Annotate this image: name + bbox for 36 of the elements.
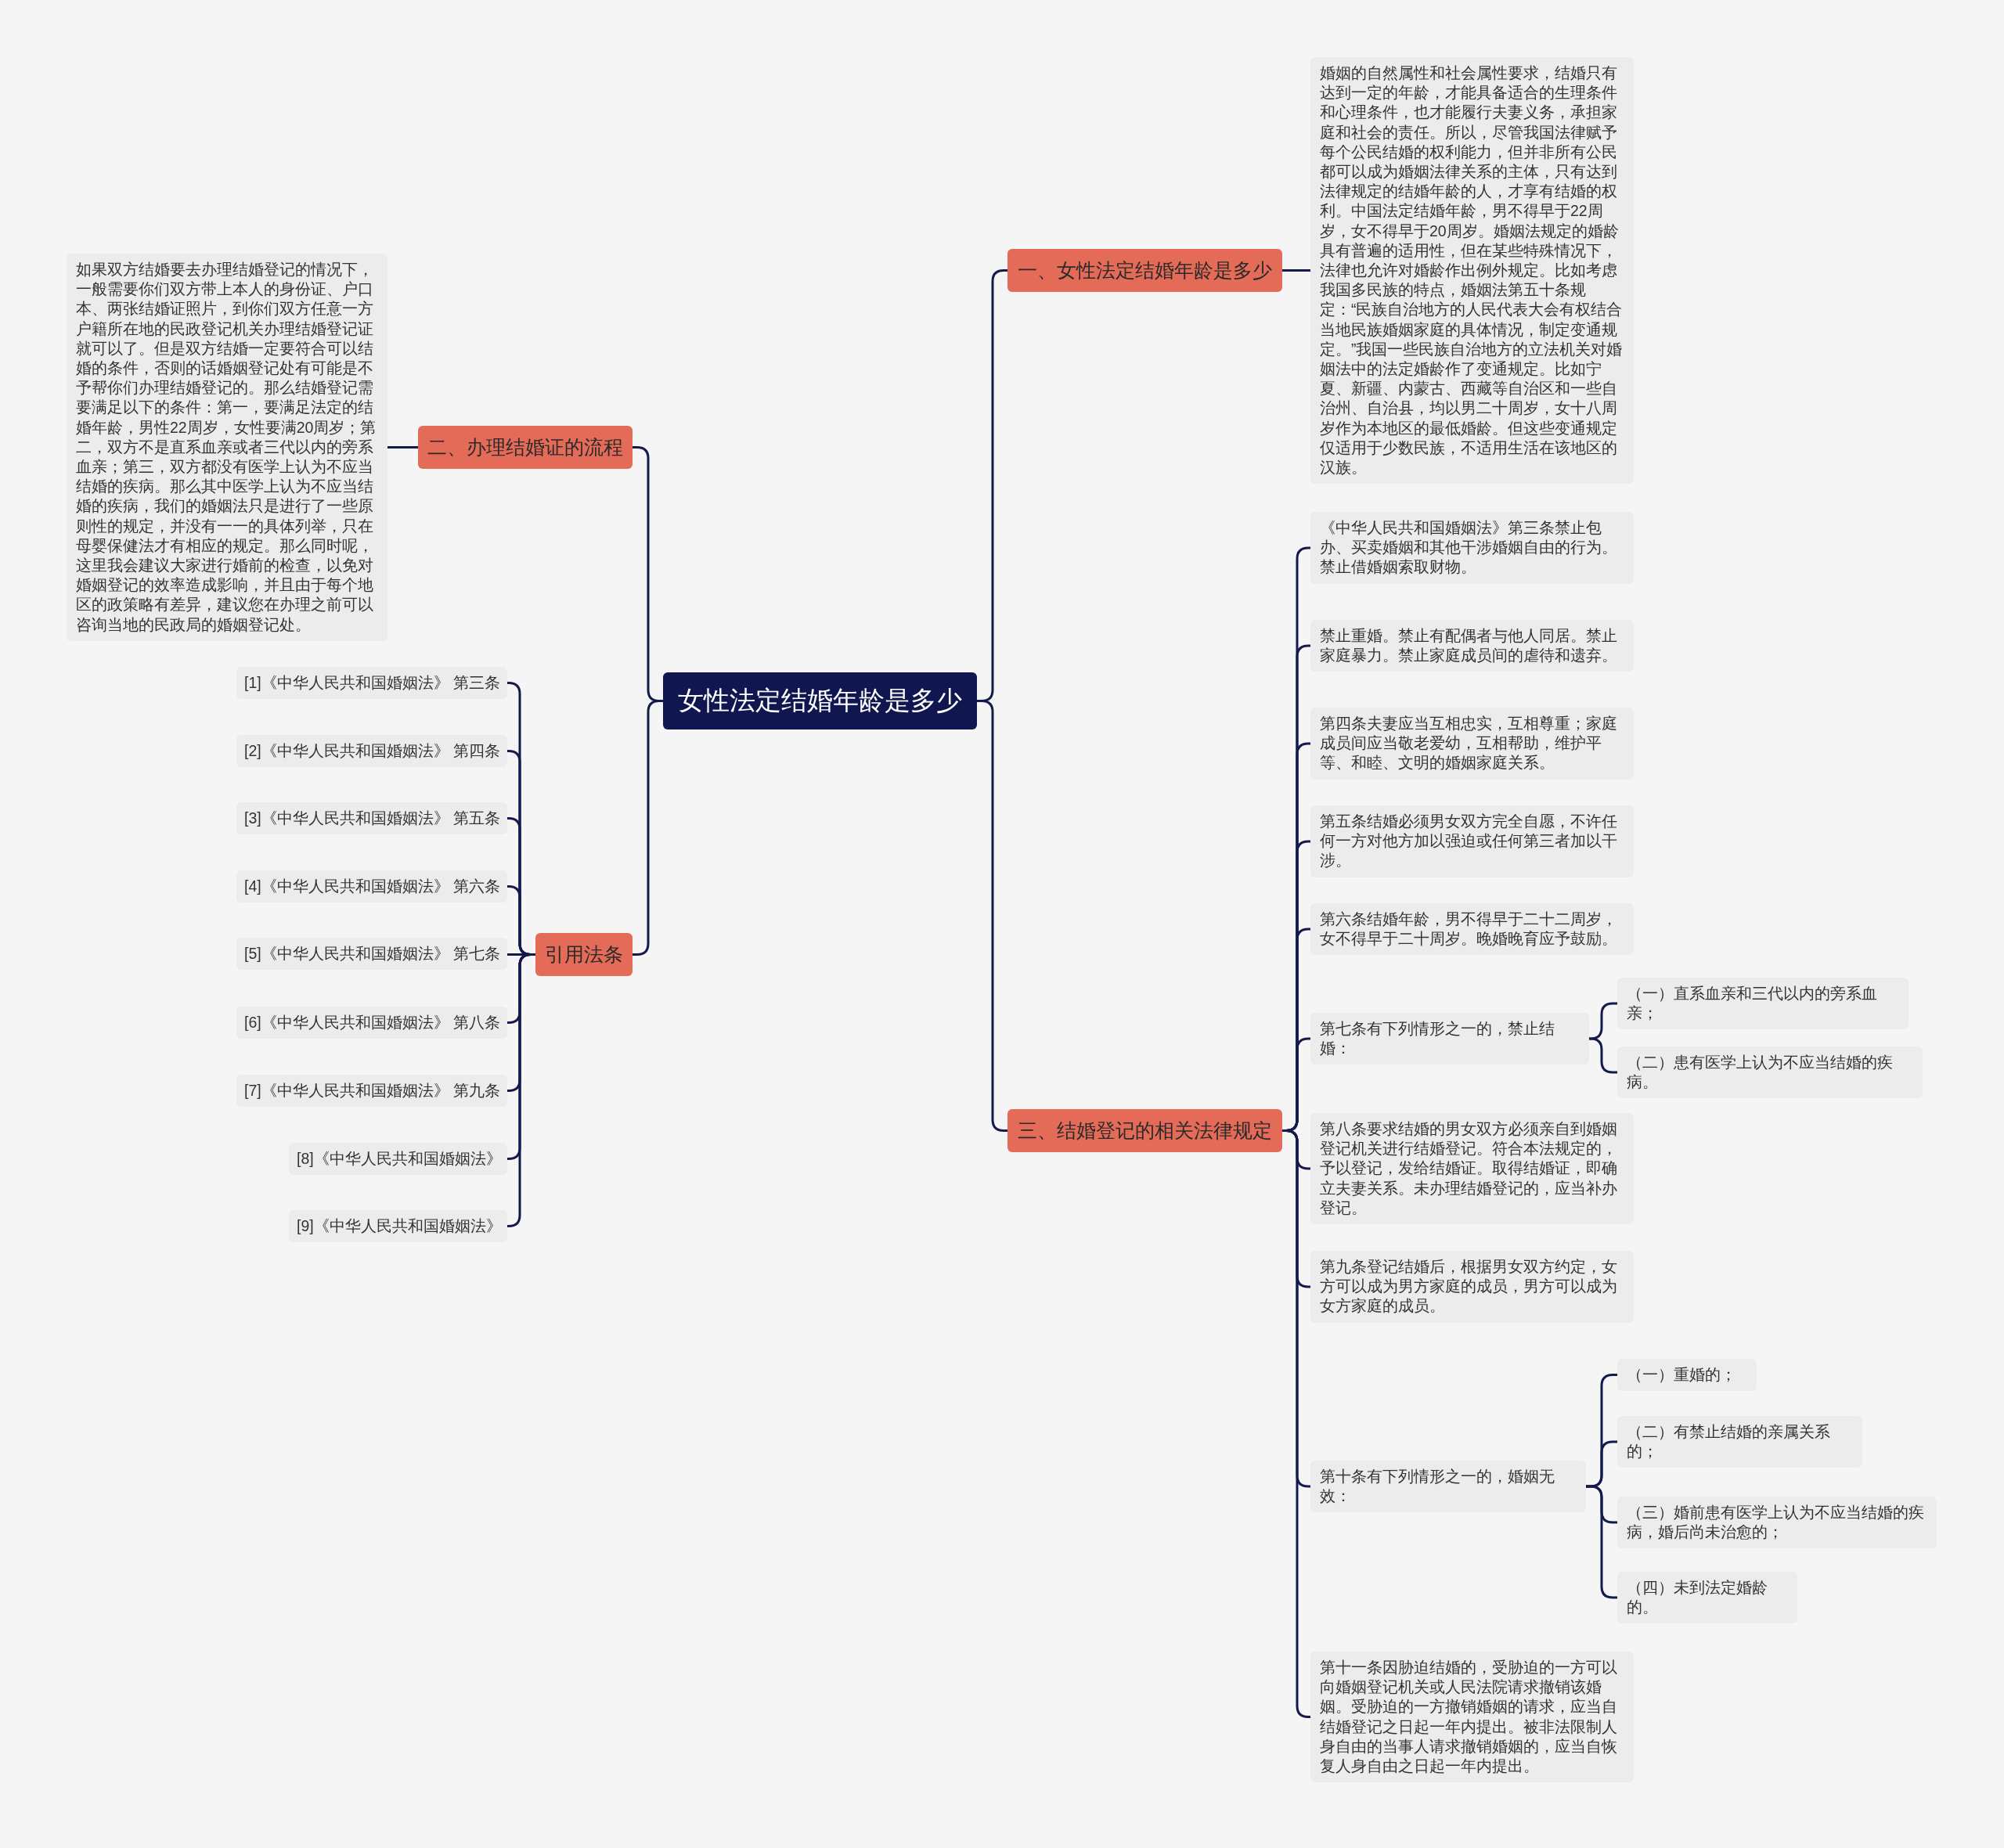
- text-card: （二）有禁止结婚的亲属关系的；: [1617, 1416, 1862, 1468]
- citation-card: [7]《中华人民共和国婚姻法》 第九条: [236, 1075, 507, 1107]
- root-topic-box: 女性法定结婚年龄是多少: [663, 672, 977, 729]
- connector-line: [1282, 269, 1310, 272]
- connector-line: [1588, 1037, 1617, 1074]
- text-card: （四）未到法定婚龄的。: [1617, 1572, 1797, 1624]
- citation-card: [3]《中华人民共和国婚姻法》 第五条: [236, 802, 507, 834]
- citation-card: [8]《中华人民共和国婚姻法》: [289, 1143, 507, 1175]
- topic-box: 二、办理结婚证的流程: [418, 426, 633, 469]
- text-card: 第十一条因胁迫结婚的，受胁迫的一方可以向婚姻登记机关或人民法院请求撤销该婚姻。受胁迫的一方撤销婚姻的请求，应当自结婚登记之日起一年内提出。被非法限制人身自由的当事人请求撤销婚姻的，应当自恢复人身自由之日起一年内提出。: [1310, 1652, 1634, 1783]
- text-card: 第五条结婚必须男女双方完全自愿，不许任何一方对他方加以强迫或任何第三者加以干涉。: [1310, 805, 1634, 877]
- text-card: （二）患有医学上认为不应当结婚的疾病。: [1617, 1046, 1923, 1099]
- text-card: 第十条有下列情形之一的，婚姻无效：: [1310, 1461, 1586, 1513]
- text-card: 如果双方结婚要去办理结婚登记的情况下，一般需要你们双方带上本人的身份证、户口本、两张结婚证照片，到你们双方任意一方户籍所在地的民政登记机关办理结婚登记证就可以了。但是双方结婚一定要符合可以结婚的条件，否则的话婚姻登记处有可能是不予帮你们办理结婚登记的。那么结婚登记需要满足以下的条件：第一，要满足法定的结婚年龄，男性22周岁，女性要满20周岁；第二，双方不是直系血亲或者三代以内的旁系血亲；第三，双方都没有医学上认为不应当结婚的疾病。那么其中医学上认为不应当结婚的疾病，我们的婚姻法只是进行了一些原则性的规定，并没有一一的具体列举，只在母婴保健法才有相应的规定。那么同时呢，这里我会建议大家进行婚前的检查，以免对婚姻登记的效率造成影响，并且由于每个地区的政策略有差异，建议您在办理之前可以咨询当地的民政局的婚姻登记处。: [67, 254, 387, 641]
- topic-box: 引用法条: [535, 933, 633, 976]
- text-card: （一）重婚的；: [1617, 1359, 1757, 1392]
- text-card: 第九条登记结婚后，根据男女双方约定，女方可以成为男方家庭的成员，男方可以成为女方家庭的成员。: [1310, 1251, 1634, 1323]
- text-card: 第六条结婚年龄，男不得早于二十二周岁，女不得早于二十周岁。晚婚晚育应予鼓励。: [1310, 903, 1634, 956]
- text-card: 《中华人民共和国婚姻法》第三条禁止包办、买卖婚姻和其他干涉婚姻自由的行为。禁止借婚姻索取财物。: [1310, 512, 1634, 584]
- citation-card: [6]《中华人民共和国婚姻法》 第八条: [236, 1007, 507, 1039]
- text-card: 第七条有下列情形之一的，禁止结婚：: [1310, 1013, 1589, 1065]
- text-card: 婚姻的自然属性和社会属性要求，结婚只有达到一定的年龄，才能具备适合的生理条件和心理条件，也才能履行夫妻义务，承担家庭和社会的责任。所以，尽管我国法律赋予每个公民结婚的权利能力，但并非所有公民都可以成为婚姻法律关系的主体，只有达到法律规定的结婚年龄的人，才享有结婚的权利。中国法定结婚年龄，男不得早于22周岁，女不得早于20周岁。婚姻法规定的婚龄具有普遍的适用性，但在某些特殊情况下，法律也允许对婚龄作出例外规定。比如考虑我国多民族的特点，婚姻法第五十条规定：“民族自治地方的人民代表大会有权结合当地民族婚姻家庭的具体情况，制定变通规定。”我国一些民族自治地方的立法机关对婚姻法中的法定婚龄作了变通规定。比如宁夏、新疆、内蒙古、西藏等自治区和一些自治州、自治县，均以男二十周岁，女十八周岁作为本地区的最低婚龄。但这些变通规定仅适用于少数民族，不适用生活在该地区的汉族。: [1310, 57, 1634, 485]
- text-card: 第四条夫妻应当互相忠实，互相尊重；家庭成员间应当敬老爱幼，互相帮助，维护平等、和睦、文明的婚姻家庭关系。: [1310, 708, 1634, 780]
- connector-line: [387, 446, 418, 448]
- text-card: 第八条要求结婚的男女双方必须亲自到婚姻登记机关进行结婚登记。符合本法规定的，予以登记，发给结婚证。取得结婚证，即确立夫妻关系。未办理结婚登记的，应当补办登记。: [1310, 1113, 1634, 1224]
- text-card: 禁止重婚。禁止有配偶者与他人同居。禁止家庭暴力。禁止家庭成员间的虐待和遗弃。: [1310, 620, 1634, 672]
- citation-card: [9]《中华人民共和国婚姻法》: [289, 1210, 507, 1242]
- text-card: （一）直系血亲和三代以内的旁系血亲；: [1617, 978, 1908, 1030]
- connector-line: [1588, 1002, 1617, 1040]
- topic-box: 一、女性法定结婚年龄是多少: [1007, 249, 1282, 292]
- citation-card: [4]《中华人民共和国婚姻法》 第六条: [236, 870, 507, 902]
- citation-card: [5]《中华人民共和国婚姻法》 第七条: [236, 938, 507, 970]
- topic-box: 三、结婚登记的相关法律规定: [1007, 1109, 1282, 1152]
- text-card: （三）婚前患有医学上认为不应当结婚的疾病，婚后尚未治愈的；: [1617, 1497, 1937, 1549]
- citation-card: [2]《中华人民共和国婚姻法》 第四条: [236, 735, 507, 767]
- citation-card: [1]《中华人民共和国婚姻法》 第三条: [236, 667, 507, 699]
